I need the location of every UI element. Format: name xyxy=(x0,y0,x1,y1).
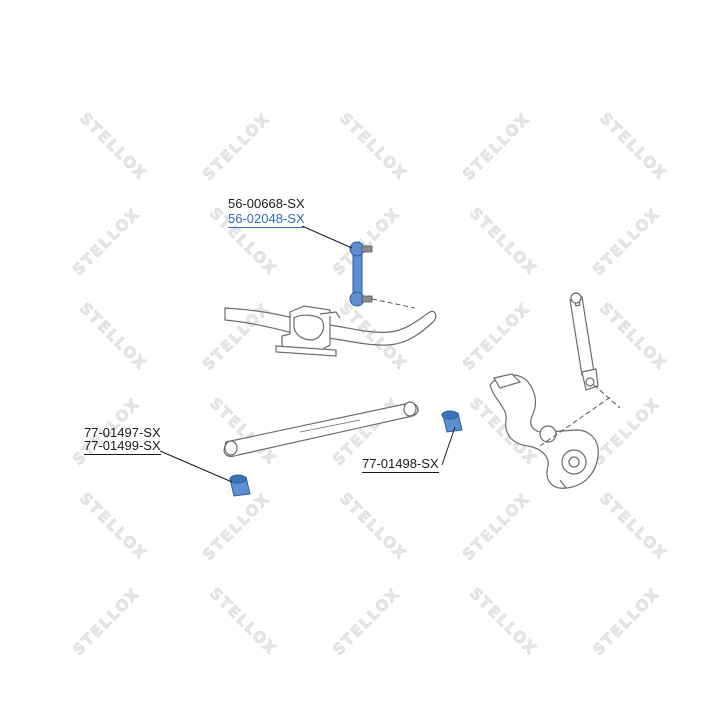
watermark-mark: STELLOX xyxy=(329,204,404,279)
watermark-mark: STELLOX xyxy=(466,584,541,659)
left-bushing xyxy=(229,474,251,497)
watermark-mark: STELLOX xyxy=(336,109,411,184)
watermark-mark: STELLOX xyxy=(589,204,664,279)
part-label-link-top: 56-00668-SX xyxy=(228,196,305,211)
watermark-mark: STELLOX xyxy=(69,584,144,659)
watermark-mark: STELLOX xyxy=(206,394,281,469)
right-bushing xyxy=(441,410,463,433)
watermark-mark: STELLOX xyxy=(589,584,664,659)
watermark-mark: STELLOX xyxy=(459,299,534,374)
watermark-mark: STELLOX xyxy=(199,109,274,184)
watermark-mark: STELLOX xyxy=(76,299,151,374)
watermark-pattern: STELLOX STELLOX STELLOX STELLOX STELLOX STELL… xyxy=(69,109,671,659)
watermark-mark: STELLOX xyxy=(336,489,411,564)
watermark-mark: STELLOX xyxy=(329,584,404,659)
watermark-mark: STELLOX xyxy=(596,109,671,184)
watermark-mark: STELLOX xyxy=(336,299,411,374)
watermark-mark: STELLOX xyxy=(76,109,151,184)
watermark-mark: STELLOX xyxy=(459,489,534,564)
part-label-link-bottom: 56-02048-SX xyxy=(228,211,305,228)
part-label-left-bush-top: 77-01497-SX xyxy=(84,425,161,440)
watermark-mark: STELLOX xyxy=(459,109,534,184)
watermark-mark: STELLOX xyxy=(76,489,151,564)
watermark-mark: STELLOX xyxy=(596,489,671,564)
part-label-left-bush-bottom: 77-01499-SX xyxy=(84,438,161,455)
watermark-mark: STELLOX xyxy=(206,584,281,659)
leader-lines xyxy=(159,225,456,483)
lateral-arm xyxy=(223,401,419,457)
watermark-mark: STELLOX xyxy=(199,489,274,564)
shock-absorber xyxy=(569,292,621,409)
part-label-right-bush: 77-01498-SX xyxy=(362,456,439,473)
stabilizer-link xyxy=(349,241,416,309)
stabilizer-bracket xyxy=(275,305,341,357)
watermark-mark: STELLOX xyxy=(589,394,664,469)
watermark-mark: STELLOX xyxy=(199,299,274,374)
watermark-mark: STELLOX xyxy=(69,204,144,279)
knuckle xyxy=(489,373,613,489)
watermark-mark: STELLOX xyxy=(596,299,671,374)
watermark-mark: STELLOX xyxy=(466,204,541,279)
